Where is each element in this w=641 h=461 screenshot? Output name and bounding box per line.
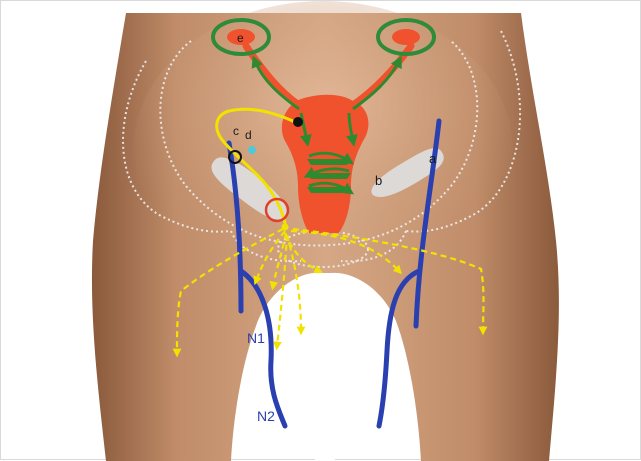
black-dot-icon [293, 117, 303, 127]
green-arrow-bands [307, 159, 351, 193]
label-n1: N1 [247, 330, 265, 346]
label-n2: N2 [257, 408, 275, 424]
label-e: e [237, 31, 244, 45]
cyan-dot-icon [248, 146, 256, 154]
label-d: d [245, 128, 252, 142]
label-b: b [375, 173, 382, 188]
yellow-node-dot [282, 224, 289, 231]
label-a: a [429, 151, 437, 166]
label-c: c [233, 124, 239, 138]
